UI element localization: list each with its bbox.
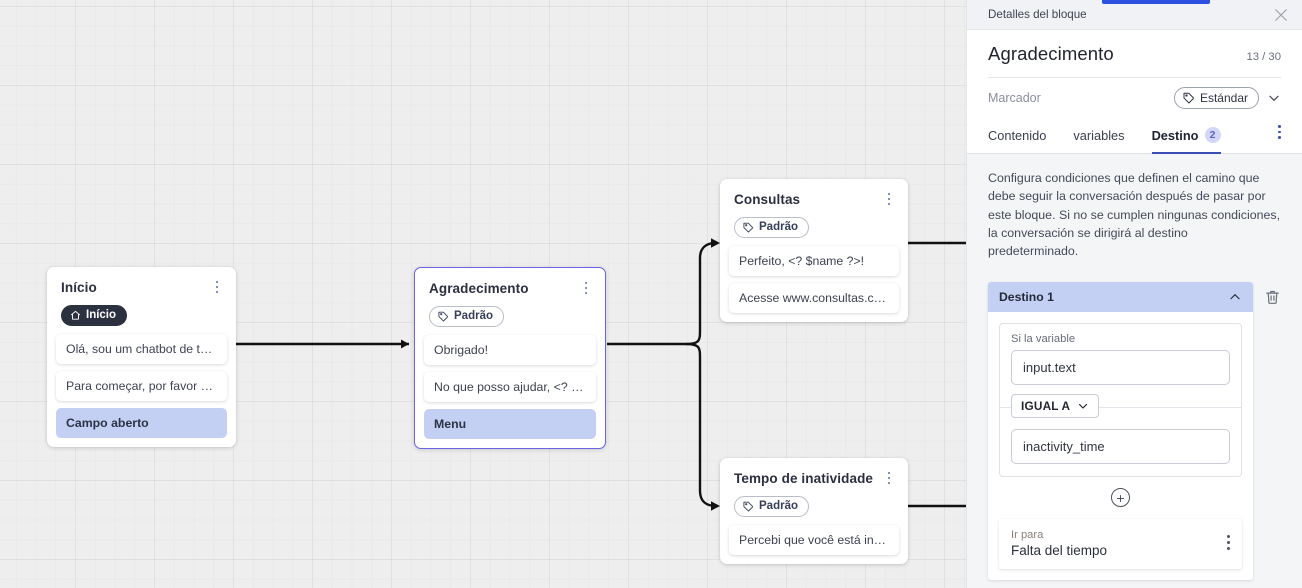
window-top-strip [1102,0,1210,4]
node-message-accent[interactable]: Menu [424,409,596,439]
node-title: Agradecimento [429,281,529,296]
condition-variable-input[interactable]: input.text [1011,350,1230,386]
node-message[interactable]: No que posso ajudar, <? $name ... [424,372,596,402]
tab-badge-count: 2 [1204,127,1221,143]
marcador-value-pill[interactable]: Estándar [1173,87,1259,109]
tab-label: Destino [1151,127,1199,143]
node-message[interactable]: Percebi que você está inativo. C... [729,525,899,555]
tag-icon [743,222,754,233]
node-tag-badge[interactable]: Padrão [734,217,809,238]
condition-label: Si la variable [1011,333,1076,346]
tab-label: Contenido [988,127,1047,143]
divider [988,77,1281,78]
flow-node-inicio[interactable]: Início Início Olá, sou um chatbot de tes… [47,267,236,447]
tab-destino[interactable]: Destino 2 [1151,119,1221,154]
node-message[interactable]: Olá, sou um chatbot de teste! [56,334,227,364]
condition-operator-label: IGUAL A [1021,399,1071,414]
node-messages: Percebi que você está inativo. C... [720,517,908,555]
node-menu-button[interactable] [209,279,225,295]
flow-canvas[interactable]: Início Início Olá, sou um chatbot de tes… [0,0,966,588]
page-title: Agradecimento [988,43,1114,64]
marcador-value-label: Estándar [1199,91,1248,105]
home-icon [70,310,81,320]
panel-tabs: Contenido variables Destino 2 [967,119,1302,154]
panel-header-section: Agradecimento 13 / 30 Marcador Estándar [967,30,1302,154]
node-header: Consultas Padrão [720,179,908,238]
panel-topbar-title: Detalles del bloque [988,8,1087,21]
goto-menu-button[interactable] [1227,529,1230,551]
destination-header[interactable]: Destino 1 [988,282,1253,313]
tab-contenido[interactable]: Contenido [988,120,1046,154]
destination-row: Destino 1 Si la variable input.text IGUA… [988,282,1281,581]
node-message[interactable]: Para começar, por favor digite o ... [56,371,227,401]
condition-box: Si la variable input.text IGUAL A [999,323,1242,478]
node-title: Consultas [734,192,801,207]
node-tag-badge[interactable]: Padrão [429,306,504,327]
tag-icon [438,311,449,322]
node-messages: Obrigado! No que posso ajudar, <? $name … [415,327,605,439]
node-tag-label: Padrão [759,221,798,233]
node-tag-label: Início [86,309,117,321]
flow-node-tempo-inatividade[interactable]: Tempo de inatividade Padrão Percebi que … [720,458,908,564]
block-details-panel: Detalles del bloque Agradecimento 13 / 3… [966,0,1302,588]
destination-header-label: Destino 1 [999,290,1054,305]
node-menu-button[interactable] [881,191,897,207]
condition-operator-select[interactable]: IGUAL A [1011,394,1100,419]
chevron-down-icon [1079,404,1088,410]
goto-text: Ir para Falta del tiempo [1011,529,1227,558]
goto-label: Ir para [1011,529,1044,542]
char-counter: 13 / 30 [1246,51,1281,63]
chevron-up-icon[interactable] [1228,290,1242,304]
node-menu-button[interactable] [578,280,594,296]
tab-label: variables [1073,127,1125,143]
chevron-down-icon[interactable] [1267,91,1281,105]
trash-icon[interactable] [1264,288,1281,306]
tag-icon [743,501,754,512]
condition-operator-row: IGUAL A [1000,394,1241,420]
tag-icon [1183,92,1194,104]
node-tag-label: Padrão [454,310,493,322]
panel-content: Configura condiciones que definen el cam… [967,154,1302,588]
marcador-row: Marcador Estándar [988,78,1281,119]
node-title: Início [61,280,97,295]
node-tag-badge[interactable]: Início [61,305,128,326]
plus-circle-icon[interactable]: + [1111,488,1130,508]
node-header: Agradecimento Padrão [415,268,605,327]
node-tag-badge[interactable]: Padrão [734,496,809,517]
node-title: Tempo de inatividade [734,471,874,486]
destination-description: Configura condiciones que definen el cam… [988,171,1281,259]
node-message-accent[interactable]: Campo aberto [56,408,227,438]
close-icon[interactable] [1272,6,1290,24]
destination-card: Destino 1 Si la variable input.text IGUA… [988,282,1253,581]
node-messages: Olá, sou um chatbot de teste! Para começ… [47,326,236,438]
node-tag-label: Padrão [759,500,798,512]
node-menu-button[interactable] [881,470,897,486]
node-header: Tempo de inatividade Padrão [720,458,908,517]
node-message[interactable]: Obrigado! [424,335,596,365]
node-header: Início Início [47,267,236,326]
panel-topbar: Detalles del bloque [967,0,1302,30]
tab-overflow-menu-button[interactable] [1278,125,1281,146]
marcador-label: Marcador [988,91,1041,105]
node-message[interactable]: Acesse www.consultas.com par... [729,283,899,313]
divider [1000,407,1241,409]
panel-title-row: Agradecimento 13 / 30 [988,43,1281,65]
add-condition-row: + [988,477,1253,519]
condition-value-input[interactable]: inactivity_time [1011,429,1230,465]
flow-node-agradecimento[interactable]: Agradecimento Padrão Obrigado! No que po… [414,267,606,449]
node-messages: Perfeito, <? $name ?>! Acesse www.consul… [720,238,908,313]
goto-value: Falta del tiempo [1011,543,1108,559]
node-message[interactable]: Perfeito, <? $name ?>! [729,246,899,276]
flow-node-consultas[interactable]: Consultas Padrão Perfeito, <? $name ?>! … [720,179,908,322]
tab-variables[interactable]: variables [1073,120,1124,154]
goto-card[interactable]: Ir para Falta del tiempo [999,519,1242,570]
